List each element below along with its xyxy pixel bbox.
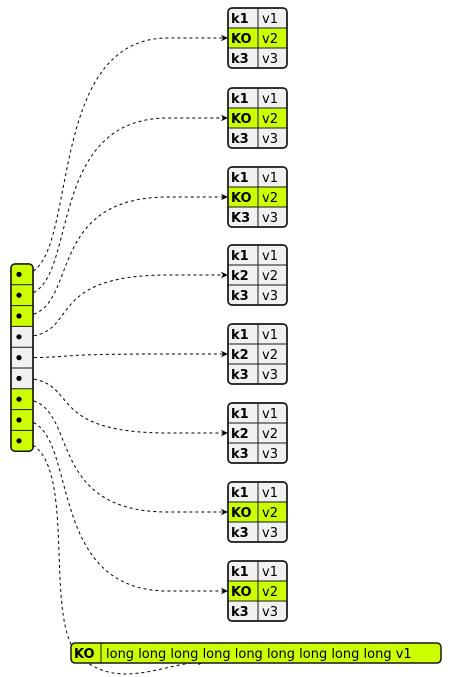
map-value: v1: [262, 407, 278, 422]
map-key: KO: [231, 191, 252, 206]
array-cell-3: [11, 305, 33, 326]
pointer-dot: [16, 292, 22, 298]
pointer-dot: [16, 417, 22, 423]
map-value: v1: [262, 12, 278, 27]
pointer-dot: [16, 438, 22, 444]
arrowhead: [221, 429, 228, 437]
map-value: v1: [262, 249, 278, 264]
map-value: v2: [262, 112, 278, 127]
map-key: k1: [231, 249, 249, 264]
map-key: k3: [231, 368, 249, 383]
map-value: v1: [262, 486, 278, 501]
arrowhead: [221, 193, 228, 201]
map-value: v3: [262, 52, 278, 67]
map-value: v2: [262, 585, 278, 600]
map-key: k3: [231, 52, 249, 67]
map-key: k1: [231, 407, 249, 422]
array-cell-6: [11, 367, 33, 381]
pointer-dot: [16, 313, 22, 319]
map-value: v1: [262, 92, 278, 107]
map-key: k1: [231, 92, 249, 107]
connector-6: [21, 377, 228, 434]
map-value: v2: [262, 269, 278, 284]
map-key: k1: [231, 12, 249, 27]
array-cell-9: [11, 429, 33, 451]
map-key: k3: [231, 289, 249, 304]
array-cell-5: [11, 346, 33, 361]
connector-1: [21, 37, 228, 275]
array-cell-4: [11, 325, 33, 340]
map-value: v1: [262, 328, 278, 343]
map-key: k1: [231, 486, 249, 501]
map-key: k1: [231, 171, 249, 186]
map-table-6: k1 v1 k2 v2 k3 v3: [227, 402, 288, 464]
connector-8: [21, 419, 228, 592]
map-value: v3: [262, 211, 278, 226]
map-key: k3: [231, 132, 249, 147]
arrowhead: [221, 508, 228, 516]
map-table-5: k1 v1 k2 v2 k3 v3: [227, 323, 288, 385]
map-key: k2: [231, 348, 249, 363]
pointer-dot: [16, 271, 22, 277]
map-key: k1: [231, 328, 249, 343]
long-map-key: KO: [74, 647, 95, 662]
long-map-table: KO long long long long long long long lon…: [70, 642, 442, 664]
map-key: k2: [231, 427, 249, 442]
connector-5: [21, 353, 228, 359]
pointer-dot: [16, 355, 22, 361]
connector-lines: [21, 34, 228, 675]
map-value: v3: [262, 447, 278, 462]
connector-2: [21, 117, 228, 296]
map-key: k3: [231, 526, 249, 541]
map-value: v2: [262, 348, 278, 363]
arrowhead: [221, 34, 228, 42]
map-value: v2: [262, 191, 278, 206]
array-cell-2: [11, 284, 33, 306]
array-node: [10, 263, 34, 452]
map-value: v3: [262, 289, 278, 304]
map-value: v1: [262, 171, 278, 186]
connector-3: [21, 196, 228, 317]
connector-4: [21, 274, 228, 338]
map-key: k1: [231, 565, 249, 580]
map-key: k3: [231, 447, 249, 462]
map-value: v3: [262, 132, 278, 147]
map-value: v2: [262, 506, 278, 521]
arrowhead: [221, 587, 228, 595]
map-value: v1: [262, 565, 278, 580]
pointer-dot: [16, 375, 22, 381]
map-value: v3: [262, 605, 278, 620]
pointer-dot: [16, 334, 22, 340]
map-table-4: k1 v1 k2 v2 k3 v3: [227, 244, 288, 306]
connector-9: [21, 440, 206, 675]
map-key: k2: [231, 269, 249, 284]
map-key: KO: [231, 32, 252, 47]
arrowhead: [221, 350, 228, 358]
pointer-dot: [16, 396, 22, 402]
map-key: KO: [231, 585, 252, 600]
array-cell-1: [11, 264, 33, 285]
long-map-row: [70, 642, 442, 664]
connector-7: [21, 398, 228, 513]
map-value: v3: [262, 368, 278, 383]
map-value: v2: [262, 427, 278, 442]
map-key: KO: [231, 506, 252, 521]
long-map-value: long long long long long long long long …: [106, 647, 412, 662]
arrowhead: [221, 114, 228, 122]
map-value: v2: [262, 32, 278, 47]
array-cell-8: [11, 409, 33, 430]
arrowhead: [221, 271, 228, 279]
map-key: k3: [231, 605, 249, 620]
map-key: KO: [231, 112, 252, 127]
map-value: v3: [262, 526, 278, 541]
array-cell-7: [11, 388, 33, 410]
map-key: K3: [231, 211, 250, 226]
